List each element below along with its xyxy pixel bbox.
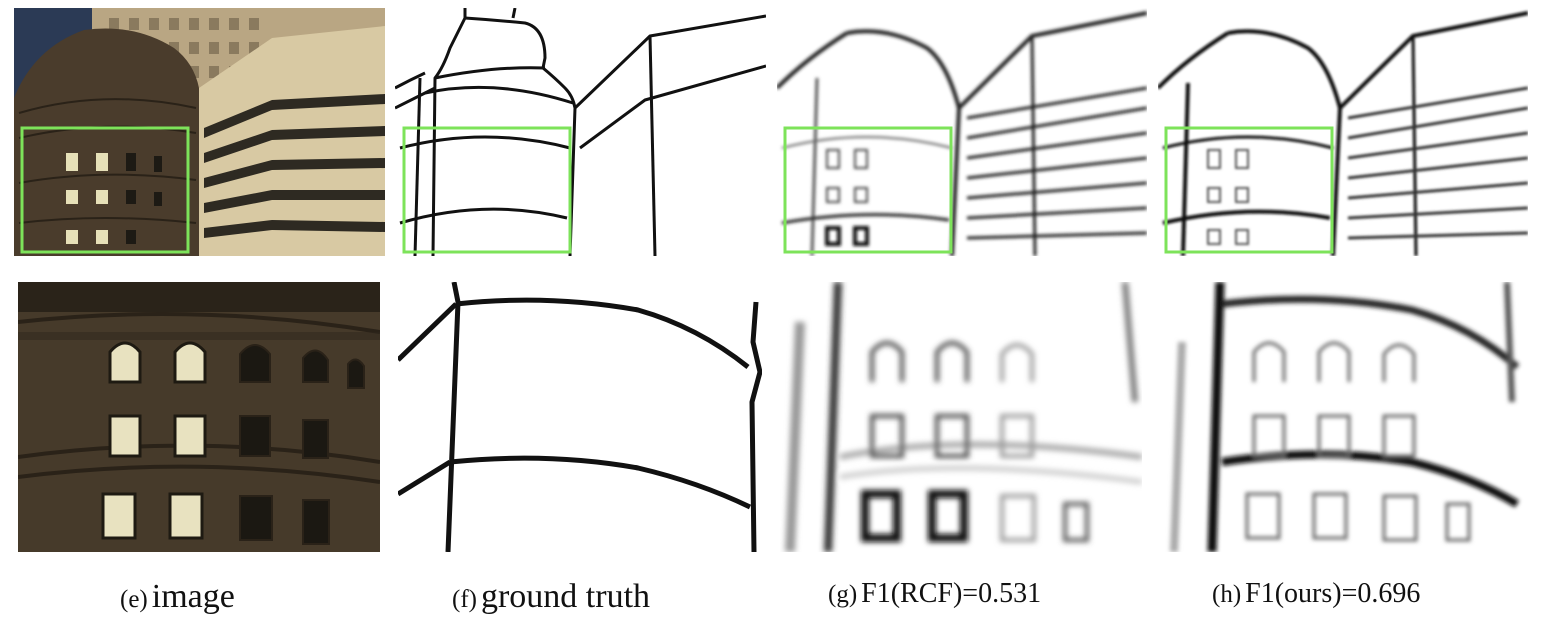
image-panel-top — [14, 8, 385, 256]
ours-edge-map-full — [1158, 8, 1528, 256]
ground-truth-edges-crop — [398, 282, 762, 552]
rcf-edge-map-full — [777, 8, 1147, 256]
building-photo-full — [14, 8, 385, 256]
highlight-box — [402, 126, 572, 254]
ours-edge-map-crop — [1162, 282, 1524, 552]
ours-panel-crop — [1162, 282, 1524, 552]
rcf-edge-map-crop — [780, 282, 1142, 552]
rcf-panel-top — [777, 8, 1147, 256]
highlight-box — [1164, 126, 1334, 254]
caption-label: (e) — [120, 586, 148, 613]
ground-truth-panel-crop — [398, 282, 762, 552]
caption-image: (e) image — [120, 578, 235, 622]
caption-text: ground truth — [480, 578, 651, 615]
caption-label: (h) — [1212, 581, 1242, 608]
caption-label: (f) — [452, 586, 477, 613]
ground-truth-panel-top — [395, 8, 766, 256]
caption-label: (g) — [828, 581, 858, 608]
caption-text: image — [151, 578, 235, 615]
caption-text: F1(ours)=0.696 — [1245, 578, 1421, 609]
rcf-panel-crop — [780, 282, 1142, 552]
highlight-box — [20, 126, 190, 254]
building-photo-crop — [18, 282, 380, 552]
ground-truth-edges-full — [395, 8, 766, 256]
caption-ours: (h) F1(ours)=0.696 — [1212, 578, 1420, 622]
caption-ground-truth: (f) ground truth — [452, 578, 650, 622]
caption-rcf: (g) F1(RCF)=0.531 — [828, 578, 1041, 622]
image-panel-crop — [18, 282, 380, 552]
ours-panel-top — [1158, 8, 1528, 256]
caption-text: F1(RCF)=0.531 — [861, 578, 1042, 609]
highlight-box — [783, 126, 953, 254]
